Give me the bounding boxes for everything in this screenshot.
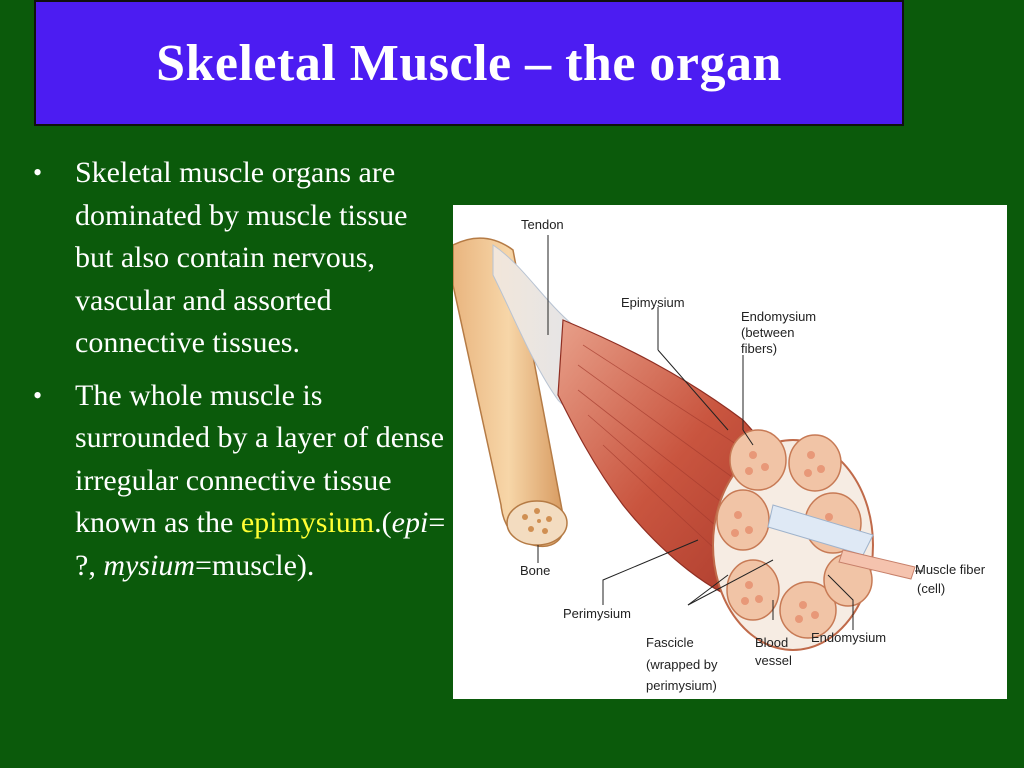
italic-epi: epi (391, 506, 429, 539)
bullet-list: • Skeletal muscle organs are dominated b… (30, 152, 450, 597)
bullet-text-part: =muscle). (194, 548, 315, 582)
slide-title: Skeletal Muscle – the organ (156, 34, 782, 92)
label-endomysium-bottom: Endomysium (811, 630, 886, 645)
label-tendon: Tendon (521, 217, 564, 232)
bone-shape (453, 237, 565, 547)
muscle-striations (577, 344, 754, 576)
label-epimysium: Epimysium (621, 295, 685, 310)
label-perimysium: Perimysium (563, 606, 631, 621)
bullet-icon: • (33, 158, 43, 187)
label-fascicle: perimysium) (646, 678, 717, 693)
label-endomysium-top: (between (741, 325, 794, 340)
bullet-icon: • (33, 380, 43, 410)
bullet-text: The whole muscle is surrounded by a laye… (75, 378, 445, 540)
bullet-text-part: = ?, (75, 506, 446, 582)
label-blood-vessel: Blood (755, 635, 788, 650)
label-fascicle: (wrapped by (646, 657, 718, 672)
highlighted-term: epimysium (240, 506, 375, 539)
label-endomysium-top: fibers) (741, 341, 777, 356)
bullet-item: • The whole muscle is surrounded by a la… (30, 375, 450, 588)
label-endomysium-top: Endomysium (741, 309, 816, 324)
italic-mysium: mysium (103, 548, 195, 582)
bone-end (506, 500, 568, 546)
muscle-fiber (838, 549, 916, 580)
bullet-text: Skeletal muscle organs are dominated by … (75, 156, 408, 359)
label-muscle-fiber: Muscle fiber (915, 562, 986, 577)
muscle-diagram-svg: Tendon Epimysium Endomysium (between fib… (453, 217, 986, 693)
bullet-text-part: .( (374, 506, 392, 539)
label-muscle-fiber: (cell) (917, 581, 945, 596)
fiber-dots (731, 451, 845, 623)
label-bone: Bone (520, 563, 550, 578)
muscle-diagram: Tendon Epimysium Endomysium (between fib… (453, 205, 1007, 699)
leader-lines (537, 235, 923, 630)
bullet-item: • Skeletal muscle organs are dominated b… (30, 152, 450, 365)
title-banner: Skeletal Muscle – the organ (34, 0, 904, 126)
label-blood-vessel: vessel (755, 653, 792, 668)
label-fascicle: Fascicle (646, 635, 694, 650)
bone-pores (522, 508, 552, 534)
